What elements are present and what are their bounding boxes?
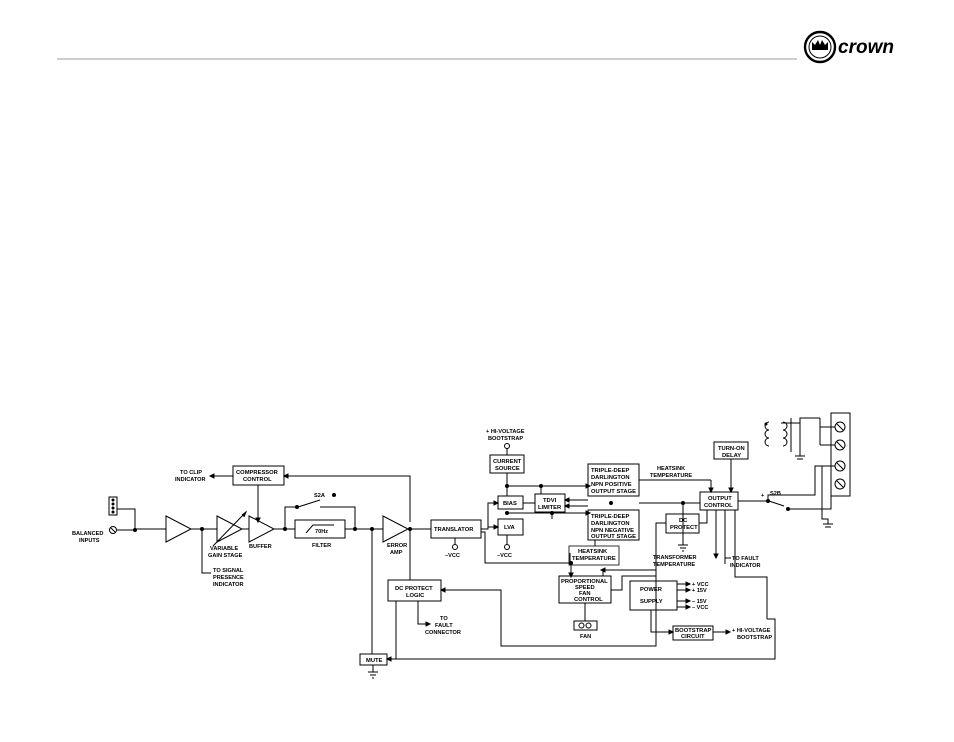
error-amp-label: ERROR (387, 543, 407, 549)
transformer-temp-label-2: TEMPERATURE (653, 562, 695, 568)
neg-stage-label: TRIPLE-DEEP (591, 514, 629, 520)
to-fault-indicator-label: TO FAULT (732, 556, 759, 562)
fan-control-label-2: SPEED (575, 585, 595, 591)
to-fault-connector-label: TO (440, 616, 448, 622)
variable-gain-label: VARIABLE (210, 546, 238, 552)
power-supply-label: POWER (640, 587, 663, 593)
heatsink-temp-box (568, 545, 620, 566)
balanced-inputs-label: BALANCED (72, 531, 103, 537)
rail-minus-15v: – 15V (692, 599, 707, 605)
to-clip-label: TO CLIP (180, 470, 202, 476)
input-connector (108, 496, 118, 534)
heatsink-mid-label-2: TEMPERATURE (572, 556, 616, 562)
tdvi-limiter-block (534, 493, 566, 513)
hv-bootstrap-out-label-2: BOOTSTRAP (737, 635, 772, 641)
negative-output-stage-block (587, 509, 640, 541)
pos-stage-label: TRIPLE-DEEP (591, 468, 629, 474)
crown-logo: crown (803, 30, 894, 64)
output-control-label-2: CONTROL (704, 503, 733, 509)
fan-label: FAN (580, 634, 591, 640)
to-fault-connector-label-2: FAULT (435, 623, 453, 629)
power-supply-label-2: SUPPLY (640, 599, 663, 605)
rail-minus-vcc: – VCC (692, 605, 708, 611)
dc-logic-label-2: LOGIC (406, 593, 425, 599)
error-amp-label-2: AMP (390, 550, 403, 556)
dc-logic-label: DC PROTECT (395, 586, 433, 592)
fan-control-label: PROPORTIONAL (561, 579, 608, 585)
lva-block (497, 518, 524, 536)
output-terminal-block (830, 412, 851, 497)
pos-stage-label-3: NPN POSITIVE (591, 482, 632, 488)
crown-wordmark: crown (838, 37, 894, 58)
bootstrap-circuit-label: BOOTSTRAP (675, 628, 712, 634)
hv-bootstrap-out-label: + HI-VOLTAGE (732, 628, 771, 634)
neg-stage-label-2: DARLINGTON (591, 521, 630, 527)
fan-control-label-3: FAN (579, 591, 591, 597)
filter-label: FILTER (312, 543, 331, 549)
filter-freq-label: 70Hz (315, 529, 328, 535)
tdvi-label: TDVI (543, 498, 557, 504)
error-amp-triangle (382, 515, 410, 543)
rail-plus-15v: + 15V (692, 588, 707, 594)
current-source-label: CURRENT (493, 459, 522, 465)
dc-protect-label-2: PROTECT (670, 525, 698, 531)
turn-on-label: TURN-ON (718, 446, 745, 452)
heatsink-top-label-2: TEMPERATURE (650, 473, 692, 479)
compressor-label-2: CONTROL (243, 477, 272, 483)
neg-vcc-label-2: –VCC (497, 553, 512, 559)
to-fault-indicator-label-2: INDICATOR (730, 563, 761, 569)
neg-stage-label-3: NPN NEGATIVE (591, 528, 634, 534)
input-amp-triangle (165, 515, 193, 543)
translator-label: TRANSLATOR (434, 527, 474, 533)
to-signal-presence-label-3: INDICATOR (213, 582, 244, 588)
hv-bootstrap-top-label: + HI-VOLTAGE (486, 429, 525, 435)
heatsink-mid-label: HEATSINK (578, 549, 608, 555)
pos-stage-label-4: OUTPUT STAGE (591, 489, 636, 495)
variable-gain-label-2: GAIN STAGE (208, 553, 243, 559)
power-supply-block (629, 580, 678, 611)
heatsink-top-label: HEATSINK (657, 466, 685, 472)
output-control-label: OUTPUT (708, 496, 732, 502)
to-signal-presence-label: TO SIGNAL (213, 568, 244, 574)
s2b-label: S2B (770, 491, 781, 497)
variable-gain-triangle (216, 515, 244, 543)
to-fault-connector-label-3: CONNECTOR (425, 630, 461, 636)
bootstrap-circuit-block (672, 625, 714, 641)
plus-sign-label: + (761, 493, 765, 499)
dc-protect-label: DC (679, 518, 688, 524)
buffer-triangle (248, 515, 276, 543)
output-transformer (764, 418, 800, 452)
tdvi-label-2: LIMITER (538, 505, 562, 511)
compressor-label: COMPRESSOR (236, 470, 279, 476)
neg-stage-label-4: OUTPUT STAGE (591, 534, 636, 540)
bias-label: BIAS (503, 501, 517, 507)
balanced-inputs-label-2: INPUTS (79, 538, 100, 544)
buffer-label: BUFFER (249, 544, 272, 550)
current-source-label-2: SOURCE (495, 466, 520, 472)
to-clip-label-2: INDICATOR (175, 477, 206, 483)
output-terminals (834, 421, 846, 490)
s2a-label: S2A (314, 493, 325, 499)
rail-plus-vcc: + VCC (692, 582, 709, 588)
fan-control-label-4: CONTROL (574, 597, 603, 603)
transformer-temp-label: TRANSFORMER (653, 555, 697, 561)
hv-bootstrap-top-label-2: BOOTSTRAP (488, 436, 523, 442)
bootstrap-circuit-label-2: CIRCUIT (681, 634, 705, 640)
mute-label: MUTE (366, 658, 383, 664)
turn-on-label-2: DELAY (722, 453, 741, 459)
pos-stage-label-2: DARLINGTON (591, 475, 630, 481)
neg-vcc-label-1: –VCC (445, 553, 460, 559)
lva-label: LVA (504, 525, 516, 531)
fan-icon (573, 620, 598, 631)
to-signal-presence-label-2: PRESENCE (213, 575, 244, 581)
